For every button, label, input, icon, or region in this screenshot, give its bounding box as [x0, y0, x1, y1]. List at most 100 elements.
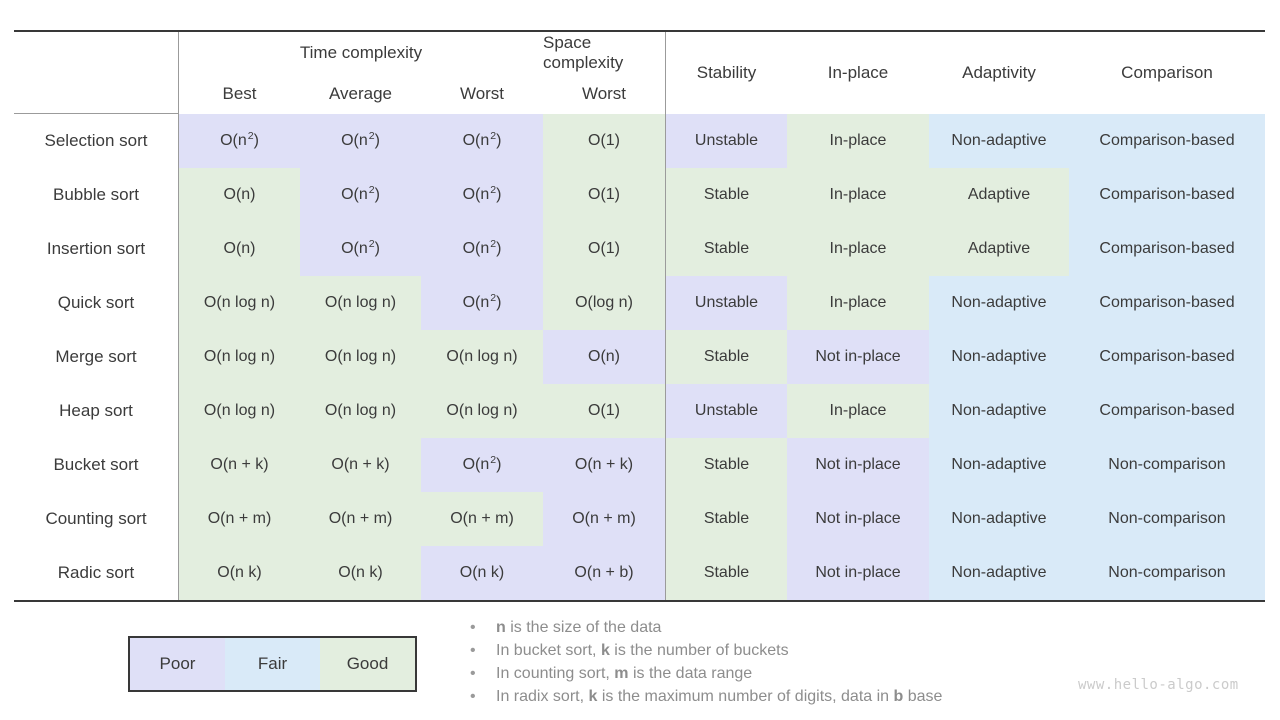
table-cell: Not in-place	[787, 438, 929, 492]
table-cell: Not in-place	[787, 330, 929, 384]
table-cell: O(n k)	[178, 546, 300, 600]
column-header-average: Average	[328, 83, 392, 103]
table-cell: Stable	[665, 492, 787, 546]
bullet-icon: •	[470, 642, 476, 659]
table-cell: Not in-place	[787, 546, 929, 600]
table-cell: Non-adaptive	[929, 384, 1069, 438]
corner-cell	[14, 32, 178, 114]
table-cell: In-place	[787, 168, 929, 222]
row-label: Bucket sort	[14, 438, 178, 492]
table-cell: O(log n)	[543, 276, 665, 330]
table-cell: In-place	[787, 276, 929, 330]
table-cell: O(1)	[543, 384, 665, 438]
table-cell: Adaptive	[929, 222, 1069, 276]
table-cell: O(n log n)	[300, 384, 421, 438]
table-cell: Comparison-based	[1069, 276, 1265, 330]
table-cell: Not in-place	[787, 492, 929, 546]
table-cell: O(n + m)	[300, 492, 421, 546]
table-cell: O(1)	[543, 114, 665, 168]
table-cell: O(n)	[178, 168, 300, 222]
column-header-best: Best	[178, 73, 300, 114]
row-label: Radic sort	[14, 546, 178, 600]
table-cell: Non-comparison	[1069, 492, 1265, 546]
column-header-adaptivity: Adaptivity	[962, 63, 1036, 82]
table-cell: O(n + b)	[543, 546, 665, 600]
legend-item-fair: Fair	[225, 638, 320, 690]
rating-legend: Poor Fair Good	[128, 636, 417, 692]
table-cell: Non-adaptive	[929, 438, 1069, 492]
bullet-icon: •	[470, 665, 476, 682]
table-cell: Stable	[665, 222, 787, 276]
table-cell: Comparison-based	[1069, 168, 1265, 222]
space-complexity-header: Space complexity	[543, 32, 624, 72]
table-cell: O(n k)	[421, 546, 543, 600]
footnote: • In radix sort, k is the maximum number …	[470, 685, 1090, 708]
table-cell: O(n + k)	[300, 438, 421, 492]
legend-item-poor: Poor	[130, 638, 225, 690]
table-cell: Stable	[665, 438, 787, 492]
table-cell: O(n + k)	[543, 438, 665, 492]
footnotes-list: • n is the size of the data • In bucket sor…	[470, 616, 1090, 708]
column-header-in-place: In-place	[827, 63, 889, 82]
table-cell: O(n k)	[300, 546, 421, 600]
footnote-text: In bucket sort, k is the number of bucke…	[496, 642, 789, 659]
comparison-table: Time complexity Space complexity Best Av…	[14, 30, 1265, 602]
table-cell: Unstable	[665, 276, 787, 330]
table-cell: O(n log n)	[300, 330, 421, 384]
table-cell: Non-adaptive	[929, 492, 1069, 546]
column-header-stability: Stability	[665, 32, 787, 114]
table-cell: O(n log n)	[421, 330, 543, 384]
bullet-icon: •	[470, 619, 476, 636]
footnote: •In counting sort, m is the data range	[470, 662, 1090, 685]
footnote-text: In radix sort, k is the maximum number o…	[496, 688, 943, 705]
table-cell: Non-adaptive	[929, 114, 1069, 168]
table-cell: Unstable	[665, 114, 787, 168]
bullet-icon: •	[470, 688, 476, 705]
table-cell: In-place	[787, 222, 929, 276]
table-cell: Unstable	[665, 384, 787, 438]
table-cell: Comparison-based	[1069, 330, 1265, 384]
table-cell: O(n log n)	[300, 276, 421, 330]
legend-item-good: Good	[320, 638, 415, 690]
table-cell: Comparison-based	[1069, 222, 1265, 276]
watermark-url: www.hello-algo.com	[1078, 677, 1239, 693]
table-cell: O(n log n)	[178, 276, 300, 330]
row-label: Merge sort	[14, 330, 178, 384]
row-label: Heap sort	[14, 384, 178, 438]
table-cell: O(n)	[543, 330, 665, 384]
table-cell: O(n)	[178, 222, 300, 276]
time-complexity-header: Time complexity	[178, 32, 543, 73]
footnote: • n is the size of the data	[470, 616, 1090, 639]
row-label: Quick sort	[14, 276, 178, 330]
table-cell: Adaptive	[929, 168, 1069, 222]
table-cell: O(n + m)	[178, 492, 300, 546]
footnote: • In bucket sort, k is the number of buck…	[470, 639, 1090, 662]
column-header-comparison: Comparison	[1121, 63, 1213, 82]
row-label: Bubble sort	[14, 168, 178, 222]
row-label: Insertion sort	[14, 222, 178, 276]
table-cell: Non-adaptive	[929, 330, 1069, 384]
table-cell: Stable	[665, 546, 787, 600]
row-label: Counting sort	[14, 492, 178, 546]
table-cell: Non-comparison	[1069, 438, 1265, 492]
table-cell: Non-adaptive	[929, 546, 1069, 600]
table-cell: O(n + m)	[543, 492, 665, 546]
footnote-text: n is the size of the data	[496, 619, 662, 636]
table-cell: O(1)	[543, 222, 665, 276]
table-cell: O(n + k)	[178, 438, 300, 492]
table-cell: O(n log n)	[178, 384, 300, 438]
table-cell: Stable	[665, 330, 787, 384]
table-cell: O(1)	[543, 168, 665, 222]
table-cell: In-place	[787, 384, 929, 438]
table-cell: O(n log n)	[421, 384, 543, 438]
table-cell: O(n log n)	[178, 330, 300, 384]
table-cell: Non-adaptive	[929, 276, 1069, 330]
column-header-worst-space: Worst	[581, 83, 627, 103]
